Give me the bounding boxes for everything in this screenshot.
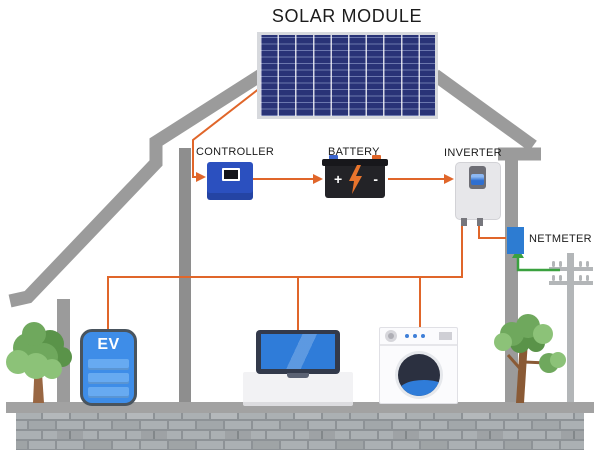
power-wires (107, 87, 506, 331)
netmeter (507, 227, 524, 254)
roof-left (8, 69, 265, 308)
controller (207, 162, 253, 200)
inverter-label: INVERTER (444, 147, 502, 159)
inverter-pin-right (477, 218, 483, 226)
diagram-title: SOLAR MODULE (271, 6, 423, 26)
wire-arrowheads (196, 172, 454, 184)
wire-solar-to-controller (192, 87, 261, 178)
controller-label: CONTROLLER (196, 146, 275, 158)
wire-inverter-to-loads (107, 226, 463, 331)
laptop-screen (261, 334, 335, 369)
house-structure (8, 69, 541, 308)
ev-vent-bar (88, 359, 129, 370)
laptop (256, 330, 340, 374)
battery-minus-sign: - (373, 171, 378, 187)
battery-terminal-orange (372, 155, 381, 161)
brick-wall-shading (16, 413, 584, 450)
interior-column (179, 148, 191, 403)
wire-inverter-to-netmeter (478, 226, 506, 239)
washer-button-dot (405, 334, 409, 338)
ev-vent-bar (88, 387, 129, 398)
inverter-panel (469, 166, 486, 189)
washer-knob-icon (385, 330, 397, 342)
solar-panel (257, 32, 438, 119)
washer-button-dot (413, 334, 417, 338)
washing-machine (379, 327, 458, 404)
netmeter-label: NETMETER (529, 233, 592, 245)
utility-pole (549, 253, 593, 403)
washer-door (395, 351, 443, 399)
battery-plus-sign: + (334, 171, 343, 187)
battery-lid (322, 159, 388, 166)
tree-left (6, 322, 72, 403)
inverter (455, 162, 501, 226)
inverter-pin-left (461, 218, 467, 226)
battery-terminal-blue (329, 155, 338, 161)
inverter-button (471, 174, 484, 185)
laptop-screen-shine (261, 334, 335, 369)
washer-display (439, 332, 452, 340)
controller-screen (224, 170, 238, 179)
ev-charger-label: EV (97, 336, 120, 353)
roof-right (431, 69, 537, 152)
laptop-hinge (287, 373, 309, 378)
washer-control-strip (380, 328, 457, 346)
tree-right (494, 314, 566, 403)
washer-button-dot (421, 334, 425, 338)
controller-display (222, 168, 240, 181)
ev-charger: EV (80, 329, 137, 406)
washer-door-glass (398, 354, 440, 396)
battery: + - (322, 155, 388, 198)
lightning-icon (349, 165, 362, 194)
battery-label: BATTERY (328, 146, 380, 158)
ground-strip (6, 402, 594, 413)
ev-vent-bar (88, 373, 129, 384)
washer-water (398, 375, 440, 396)
